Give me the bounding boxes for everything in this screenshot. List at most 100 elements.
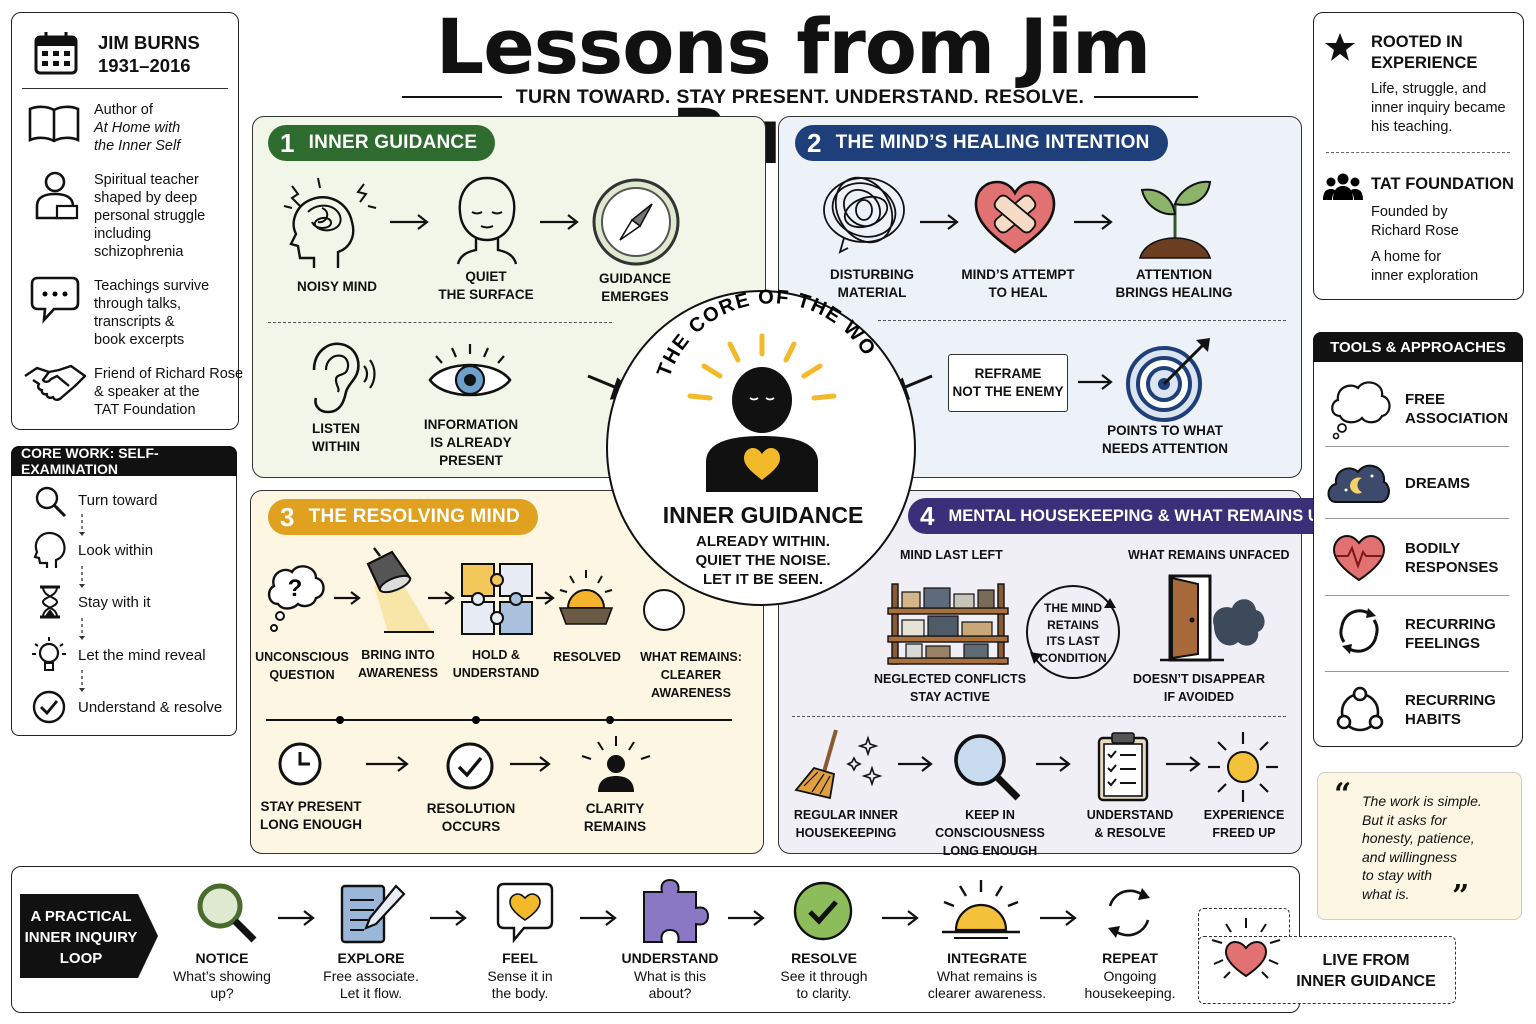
target-icon <box>1126 338 1210 422</box>
habit-cycle-icon <box>1336 686 1384 732</box>
core-step-2: Look within <box>78 542 154 559</box>
core-step-1: Turn toward <box>78 492 158 509</box>
svg-text:?: ? <box>288 575 303 602</box>
heartbeat-heart-icon <box>1332 534 1386 582</box>
check-circle-icon <box>32 690 66 724</box>
s1-noisy-mind: NOISY MIND <box>296 279 377 294</box>
s3-resolved: RESOLVED <box>553 650 621 664</box>
quote-panel <box>1317 772 1522 920</box>
quote-close-mark-icon: ” <box>1452 879 1470 914</box>
core-step-4: Let the mind reveal <box>78 647 206 664</box>
bandaged-heart-icon <box>974 180 1056 254</box>
compass-icon <box>592 178 680 266</box>
ear-icon <box>312 342 376 414</box>
s2-arrow-3 <box>1078 374 1113 390</box>
clipboard-checklist-icon <box>1097 732 1149 802</box>
open-door-icon <box>1160 574 1265 662</box>
s1-arrows <box>390 214 579 230</box>
core-work-panel <box>11 446 237 736</box>
bio-name: JIM BURNS <box>98 32 200 53</box>
tool-dreams: DREAMS <box>1405 475 1471 492</box>
bio-author: Author of At Home with the Inner Self <box>94 102 181 154</box>
calendar-icon <box>34 32 78 75</box>
clarity-person-icon <box>581 736 651 792</box>
center-lines: ALREADY WITHIN.QUIET THE NOISE.LET IT BE… <box>695 533 831 588</box>
sunrise-icon <box>558 570 614 625</box>
head-profile-icon <box>33 531 66 568</box>
empty-circle-icon <box>643 589 685 631</box>
page-subtitle: TURN TOWARD. STAY PRESENT. UNDERSTAND. R… <box>515 86 1085 108</box>
document-pen-icon <box>340 884 406 944</box>
heart-bubble-icon <box>496 882 554 944</box>
recurring-arrows-icon <box>1339 608 1379 654</box>
lightbulb-icon <box>32 637 66 671</box>
s3-timeline <box>266 716 732 724</box>
core-step-connectors <box>79 514 85 692</box>
s3-hold-understand: HOLD &UNDERSTAND <box>452 648 540 680</box>
tools-header: TOOLS & APPROACHES <box>1313 332 1523 362</box>
glowing-figure-icon <box>687 333 837 492</box>
radiant-heart-icon <box>1211 918 1281 979</box>
bio-panel <box>11 12 239 430</box>
loop-arrows <box>278 910 1077 926</box>
tangled-scribble-icon <box>823 176 905 254</box>
s4-right-head: WHAT REMAINS UNFACED <box>1128 548 1290 562</box>
magnifier-icon <box>197 883 257 943</box>
hourglass-icon <box>40 585 60 619</box>
quote-open-mark-icon: “ <box>1334 777 1352 812</box>
sprout-icon <box>1138 180 1212 259</box>
clock-icon <box>278 742 322 786</box>
magnifier-icon <box>35 486 67 518</box>
puzzle-piece-icon <box>643 878 710 943</box>
core-step-3: Stay with it <box>78 594 151 611</box>
spotlight-icon <box>366 547 434 633</box>
sun-icon <box>1208 732 1278 802</box>
s4-row2-arrows <box>898 756 1201 772</box>
cycle-arrows-icon <box>1026 585 1120 679</box>
tat-title: TAT FOUNDATION <box>1371 175 1514 193</box>
person-icon <box>35 171 79 220</box>
dream-cloud-icon <box>1327 464 1390 503</box>
calm-face-icon <box>456 176 518 265</box>
s2-arrows <box>920 214 1113 230</box>
sunrise-icon <box>942 880 1020 939</box>
handshake-icon <box>24 364 87 401</box>
star-icon <box>1325 33 1355 61</box>
repeat-arrows-icon <box>1108 888 1150 938</box>
check-circle-icon <box>446 742 494 790</box>
s4-understand-resolve: UNDERSTAND& RESOLVE <box>1086 808 1174 840</box>
question-cloud-icon: ? <box>267 565 325 632</box>
s3-row2-arrows <box>366 756 551 772</box>
